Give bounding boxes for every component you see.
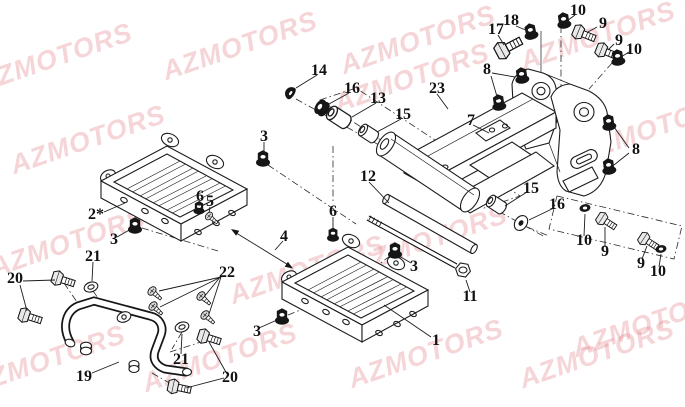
part-callout-7: 7 [467,112,475,129]
part-callout-9: 9 [615,32,623,49]
part-callout-16: 16 [549,196,565,213]
part-callout-6: 6 [329,203,337,220]
bolt-20 [16,305,45,329]
part-callout-22: 22 [219,264,235,281]
part-callout-3: 3 [110,231,118,248]
part-callout-8: 8 [632,141,640,158]
part-callout-9: 9 [599,15,607,32]
part-callout-12: 12 [360,168,376,185]
washer-16 [513,214,529,232]
bolt-9 [593,209,620,234]
bolt-9 [570,22,599,47]
bolt-20 [195,326,224,350]
part-callout-5: 5 [206,193,214,210]
part-callout-9: 9 [601,243,609,260]
part-callout-10: 10 [626,41,642,58]
part-callout-8: 8 [483,61,491,78]
screw-22 [194,289,214,309]
part-callout-19: 19 [76,368,92,385]
part-callout-3: 3 [410,258,418,275]
washer-10 [578,203,592,213]
sleeve-shaft-12 [382,193,478,255]
washer-21 [82,279,100,295]
part-callout-3: 3 [253,323,261,340]
bracket-stay [61,296,193,377]
part-callout-20: 20 [7,270,23,287]
part-callout-9: 9 [637,255,645,272]
part-callout-18: 18 [503,12,519,29]
part-callout-10: 10 [650,263,666,280]
screw-22 [145,284,165,304]
part-callout-10: 10 [576,232,592,249]
part-callout-15: 15 [395,106,411,123]
part-callout-23: 23 [429,80,445,97]
screw-22 [198,308,218,328]
nut-3 [256,150,270,167]
part-callout-16: 16 [344,80,360,97]
part-callout-1: 1 [432,332,440,349]
bushing-15 [355,122,381,145]
part-callout-2: 2* [88,206,104,223]
part-callout-17: 17 [488,21,504,38]
part-callout-15: 15 [523,180,539,197]
leader-lines [19,14,662,389]
part-callout-21: 21 [173,351,189,368]
pivot-axis-parts [285,87,529,232]
part-callout-11: 11 [462,288,478,305]
part-callout-3: 3 [260,128,268,145]
part-callout-20: 20 [222,369,238,386]
nut-3 [128,217,142,234]
cap-nut-14 [285,87,296,100]
part-callout-6: 6 [196,188,204,205]
nut-3 [275,308,289,325]
part-callout-10: 10 [570,2,586,19]
swing-arm [375,68,612,214]
footrest-right [278,231,429,343]
pivot-bolt-11 [366,215,472,278]
part-callout-13: 13 [370,90,386,107]
footrest-left [97,130,248,242]
part-callout-4: 4 [280,228,288,245]
nut-18 [522,21,540,42]
washer-21 [173,319,191,335]
part-callout-14: 14 [311,62,327,79]
part-callout-21: 21 [85,248,101,265]
